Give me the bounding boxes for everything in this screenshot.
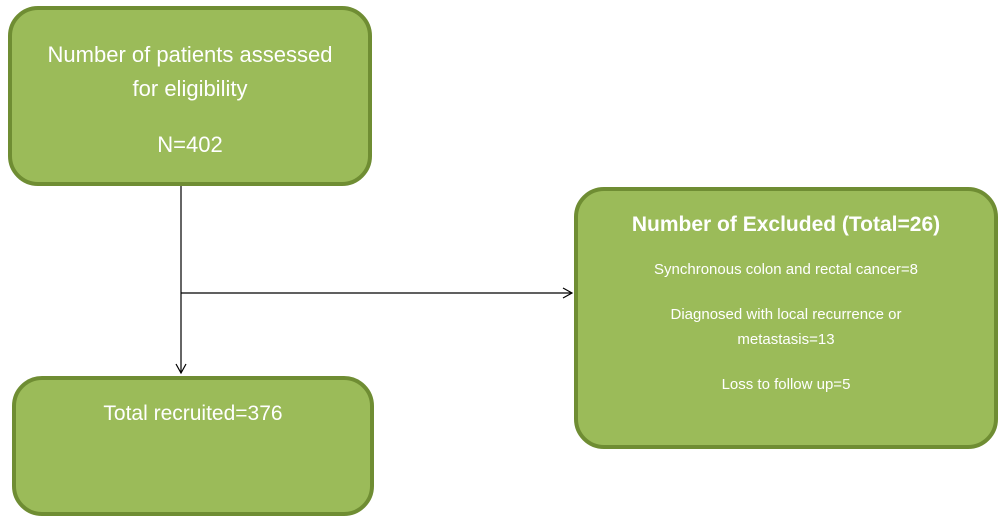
assessed-label-line1: Number of patients assessed xyxy=(47,42,333,67)
excluded-item-recurrence-line2: metastasis=13 xyxy=(737,331,835,348)
assessed-box: Number of patients assessed for eligibil… xyxy=(8,6,372,186)
excluded-item-recurrence-line1: Diagnosed with local recurrence or xyxy=(670,306,902,323)
excluded-box: Number of Excluded (Total=26) Synchronou… xyxy=(574,187,998,449)
excluded-item-loss-to-follow-up: Loss to follow up=5 xyxy=(721,376,851,393)
recruited-label: Total recruited=376 xyxy=(103,402,283,425)
assessed-count: N=402 xyxy=(157,132,223,157)
assessed-label-line2: for eligibility xyxy=(132,76,248,101)
recruited-box: Total recruited=376 xyxy=(12,376,374,516)
excluded-item-synchronous: Synchronous colon and rectal cancer=8 xyxy=(654,261,918,278)
excluded-heading: Number of Excluded (Total=26) xyxy=(631,213,941,236)
